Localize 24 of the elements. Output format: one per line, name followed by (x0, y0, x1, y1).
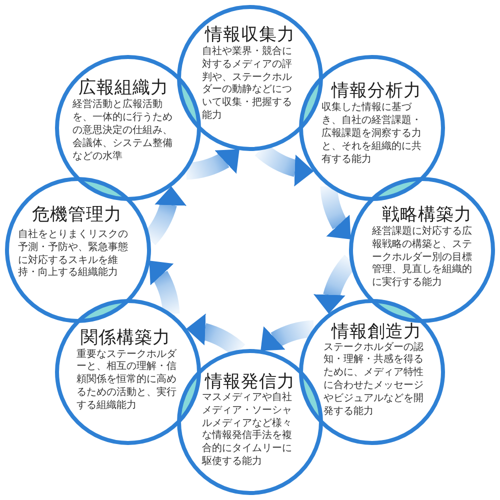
circle-node (177, 5, 323, 151)
circle-title: 情報発信力 (205, 372, 295, 392)
circle-node (298, 298, 445, 445)
circle-title: 広報組織力 (78, 78, 168, 98)
circle-title: 危機管理力 (32, 205, 122, 225)
circle-node (55, 298, 202, 445)
circle-title: 関係構築力 (80, 328, 170, 348)
circle-description: 収集した情報に基づき、自社の経営課題・広報課題を洞察する力と、それを組織的に共有する能力 (322, 102, 423, 166)
circle-title: 情報収集力 (205, 25, 295, 45)
circle-description: マスメディアや自社メディア・ソーシャルメディアなど様々な情報発信手法を複合的にタイムリーに駆使する能力 (202, 392, 293, 469)
circle-title: 戦略構築力 (382, 205, 472, 225)
circle-node (177, 349, 323, 495)
circle-description: 自社をとりまくリスクの予測・予防や、緊急事態に対応するスキルを維持・向上する組織能力 (18, 229, 129, 280)
circle-description: 経営活動と広報活動を、一体的に行うための意思決定の仕組み、会議体、システム整備などの水準 (72, 99, 174, 164)
circle-title: 情報分析力 (332, 81, 422, 102)
circle-node (298, 55, 445, 202)
circle-node (55, 55, 202, 202)
circle-description: 重要なステークホルダーと、相互の理解・信頼関係を恒常的に高めるための活動と、実行する組織能力 (76, 348, 178, 413)
circle-node (349, 177, 495, 323)
circle-description: 自社や業界・競合に対するメディアの評判や、ステークホルダーの動静などについて収集・把握する能力 (202, 46, 293, 123)
circle-node (5, 177, 151, 323)
circle-title: 情報創造力 (332, 322, 422, 342)
circle-description: 経営課題に対応する広報戦略の構築と、ステークホルダー別の目標管理、見直しを組織的に実行する能力 (372, 226, 473, 290)
circle-description: ステークホルダーの認知・理解・共感を得るために、メディア特性に合わせたメッセージやビジュアルなどを開発する能力 (324, 342, 425, 418)
